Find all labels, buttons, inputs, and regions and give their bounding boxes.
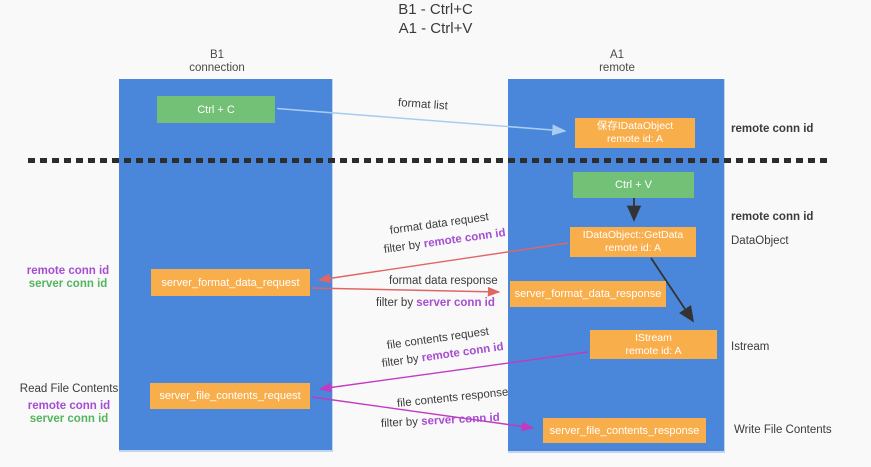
write-file-contents-label: Write File Contents bbox=[734, 424, 832, 436]
server-file-contents-response-box: server_file_contents_response bbox=[543, 418, 706, 443]
file-contents-response-label: file contents response bbox=[396, 386, 509, 410]
left-mid-conn-id-labels: remote conn id server conn id bbox=[18, 265, 118, 291]
filter-by-text: filter by bbox=[380, 415, 422, 430]
save-idataobject-remote-id: remote id: A bbox=[606, 133, 664, 145]
server-format-data-request-box: server_format_data_request bbox=[151, 269, 310, 296]
ctrl-c-box: Ctrl + C bbox=[157, 96, 275, 123]
server-conn-id-text: server conn id bbox=[420, 411, 501, 428]
getdata-label: IDataObject::GetData bbox=[582, 229, 684, 241]
column-b1-role: connection bbox=[189, 62, 245, 74]
diagram-title: B1 - Ctrl+C A1 - Ctrl+V bbox=[0, 0, 871, 38]
title-line-1: B1 - Ctrl+C bbox=[398, 1, 473, 18]
server-file-contents-request-box: server_file_contents_request bbox=[150, 383, 310, 409]
istream-remote-id: remote id: A bbox=[625, 344, 682, 357]
save-idataobject-label: 保存IDataObject bbox=[596, 120, 674, 132]
remote-conn-id-label: remote conn id bbox=[27, 400, 111, 412]
right-remote-conn-id-label-mid: remote conn id bbox=[731, 211, 814, 223]
server-conn-id-text: server conn id bbox=[416, 297, 495, 309]
column-header-b1: B1 connection bbox=[137, 49, 297, 75]
file-response-filter-label: filter by server conn id bbox=[381, 412, 500, 430]
server-format-data-response-box: server_format_data_response bbox=[510, 281, 666, 307]
filter-by-text: filter by bbox=[383, 238, 425, 256]
column-a1-role: remote bbox=[599, 62, 635, 74]
filter-by-text: filter by bbox=[381, 352, 423, 370]
column-b1-name: B1 bbox=[209, 49, 225, 61]
arrow-format-request-to-response bbox=[310, 286, 501, 297]
filter-by-text: filter by bbox=[376, 297, 417, 309]
getdata-remote-id: remote id: A bbox=[604, 242, 662, 254]
istream-side-label: Istream bbox=[731, 341, 770, 353]
dataobject-label: DataObject bbox=[731, 235, 789, 247]
server-conn-id-label: server conn id bbox=[28, 278, 108, 290]
right-remote-conn-id-label-top: remote conn id bbox=[731, 123, 814, 135]
istream-label: IStream bbox=[635, 331, 672, 344]
phase-divider-dashed-line bbox=[28, 158, 830, 163]
read-file-contents-label: Read File Contents bbox=[19, 383, 119, 395]
idataobject-getdata-box: IDataObject::GetData remote id: A bbox=[570, 227, 696, 257]
column-header-a1: A1 remote bbox=[537, 49, 697, 75]
format-list-label: format list bbox=[397, 97, 449, 113]
save-idataobject-box: 保存IDataObject remote id: A bbox=[575, 118, 695, 148]
format-response-filter-label: filter by server conn id bbox=[376, 297, 495, 309]
column-a1-name: A1 bbox=[609, 49, 625, 61]
read-file-contents-block: Read File Contents remote conn id server… bbox=[16, 383, 122, 426]
remote-conn-id-label: remote conn id bbox=[26, 265, 110, 277]
server-conn-id-label: server conn id bbox=[29, 413, 109, 425]
format-data-response-label: format data response bbox=[389, 275, 498, 287]
title-line-2: A1 - Ctrl+V bbox=[398, 20, 473, 37]
istream-box: IStream remote id: A bbox=[590, 330, 717, 359]
ctrl-v-box: Ctrl + V bbox=[573, 172, 694, 198]
